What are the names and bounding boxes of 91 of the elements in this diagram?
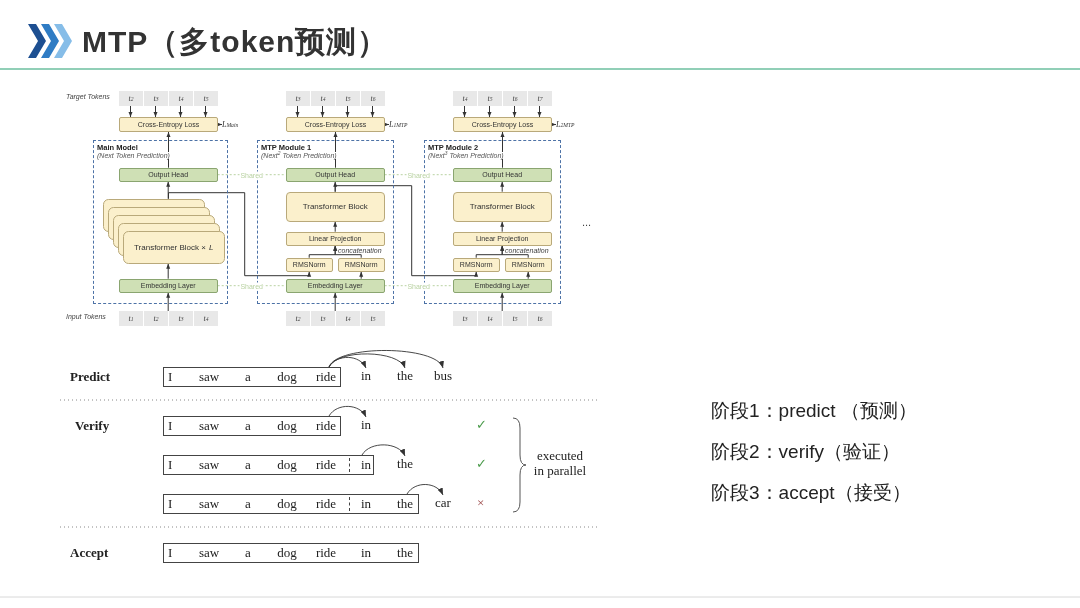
- arrow: [153, 105, 158, 118]
- arrow: [203, 105, 208, 118]
- word: I: [168, 496, 173, 512]
- sentence-box: [163, 494, 419, 514]
- stage-description: 阶段2：verify（验证）: [711, 440, 900, 464]
- stage-description: 阶段1：predict （预测）: [711, 399, 917, 423]
- word: the: [397, 496, 413, 512]
- arrow: [333, 245, 362, 259]
- word: ride: [315, 418, 337, 434]
- sentence-box: [163, 367, 341, 387]
- check-mark: ✓: [476, 417, 487, 432]
- word: in: [360, 545, 372, 561]
- arrow: [462, 105, 467, 118]
- word: dog: [277, 496, 297, 512]
- arrow: [333, 292, 338, 312]
- stage-label: Verify: [75, 418, 110, 434]
- check-mark: ✓: [476, 456, 487, 471]
- word: in: [360, 496, 372, 512]
- arrow: [551, 122, 557, 127]
- word: I: [168, 457, 173, 473]
- token-row: [285, 311, 385, 326]
- word: saw: [198, 369, 220, 385]
- arrow: [526, 271, 531, 280]
- arrow: [537, 105, 542, 118]
- arrow: [333, 131, 338, 169]
- arrow: [333, 221, 338, 233]
- stage-description: 阶段3：accept（接受）: [711, 481, 911, 505]
- word: dog: [277, 369, 297, 385]
- word: in: [360, 457, 372, 473]
- word: saw: [198, 457, 220, 473]
- transformer-stack: Transformer Block × L: [102, 198, 225, 264]
- arrow: [500, 181, 505, 193]
- brace-note: executed in parallel: [532, 448, 588, 478]
- arrow: [370, 105, 375, 118]
- arrow: [487, 105, 492, 118]
- arrow: [345, 105, 350, 118]
- arrow: [320, 105, 325, 118]
- word: I: [168, 545, 173, 561]
- word: ride: [315, 369, 337, 385]
- arrow: [178, 105, 183, 118]
- layer-box: Transformer Block: [452, 191, 552, 222]
- word: a: [245, 457, 251, 473]
- word: the: [397, 456, 413, 472]
- word: a: [245, 369, 251, 385]
- sentence-box: [163, 455, 374, 475]
- arrow: [500, 221, 505, 233]
- word: a: [245, 496, 251, 512]
- layer-box: Transformer Block: [285, 191, 385, 222]
- word: the: [397, 545, 413, 561]
- word: bus: [433, 368, 453, 384]
- arrow: [359, 271, 364, 280]
- arrow: [500, 292, 505, 312]
- arrow: [166, 292, 171, 312]
- arrow: [512, 105, 517, 118]
- word: a: [245, 545, 251, 561]
- word: ride: [315, 545, 337, 561]
- word: I: [168, 418, 173, 434]
- word: dog: [277, 545, 297, 561]
- word: ride: [315, 457, 337, 473]
- word: dog: [277, 457, 297, 473]
- arrow: [295, 105, 300, 118]
- word: in: [360, 368, 372, 384]
- stage-label: Predict: [70, 369, 111, 385]
- word: saw: [198, 545, 220, 561]
- word: dog: [277, 418, 297, 434]
- word: ride: [315, 496, 337, 512]
- arrow: [217, 122, 223, 127]
- slide-title: MTP（多token预测）: [82, 24, 389, 60]
- arrow: [168, 192, 312, 277]
- word: saw: [198, 418, 220, 434]
- sentence-box: [163, 416, 341, 436]
- word: I: [168, 369, 173, 385]
- word: saw: [198, 496, 220, 512]
- arrow: [128, 105, 133, 118]
- arrow: [500, 245, 529, 259]
- arrow: [334, 185, 479, 277]
- arrow: [384, 122, 390, 127]
- word: a: [245, 418, 251, 434]
- arrow: [166, 131, 171, 169]
- arrow: [500, 131, 505, 169]
- dashed-frame: [93, 140, 228, 304]
- arrow: [166, 263, 171, 280]
- word: the: [397, 368, 413, 384]
- word: in: [360, 417, 372, 433]
- stage-label: Accept: [70, 545, 109, 561]
- cross-mark: ×: [477, 495, 485, 511]
- sentence-box: [163, 543, 419, 563]
- word: car: [435, 495, 451, 511]
- ellipsis: ...: [582, 216, 592, 228]
- token-row: [118, 311, 218, 326]
- token-row: [452, 311, 552, 326]
